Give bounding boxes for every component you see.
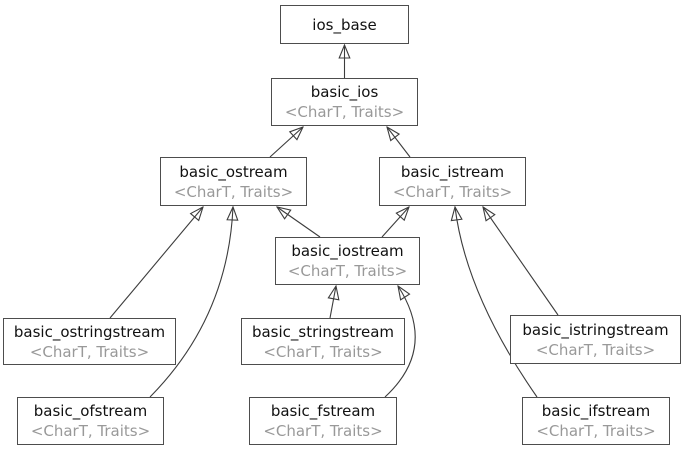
edge-basic_stringstream-to-basic_iostream xyxy=(330,286,336,319)
class-node-basic_fstream: basic_fstream <CharT, Traits> xyxy=(249,397,397,445)
class-node-basic_stringstream: basic_stringstream <CharT, Traits> xyxy=(241,318,405,365)
class-name: basic_fstream xyxy=(270,402,376,420)
template-params: <CharT, Traits> xyxy=(263,342,383,361)
class-name: basic_istream xyxy=(400,162,505,181)
class-node-basic_istream: basic_istream <CharT, Traits> xyxy=(379,157,526,206)
template-params: <CharT, Traits> xyxy=(263,422,383,440)
template-params: <CharT, Traits> xyxy=(30,422,151,440)
class-node-basic_ifstream: basic_ifstream <CharT, Traits> xyxy=(522,397,670,445)
template-params: <CharT, Traits> xyxy=(392,182,513,201)
edge-basic_iostream-to-basic_ostream xyxy=(277,207,321,238)
template-params: <CharT, Traits> xyxy=(535,340,656,359)
edge-basic_fstream-to-basic_iostream xyxy=(384,286,416,398)
class-name: basic_stringstream xyxy=(251,322,395,341)
class-name: basic_ostream xyxy=(179,162,288,181)
template-params: <CharT, Traits> xyxy=(173,182,294,201)
class-node-ios_base: ios_base xyxy=(280,5,409,44)
class-node-basic_iostream: basic_iostream <CharT, Traits> xyxy=(275,237,420,285)
edge-basic_ofstream-to-basic_ostream xyxy=(149,207,233,398)
class-name: ios_base xyxy=(312,15,377,34)
class-name: basic_ios xyxy=(310,83,379,101)
template-params: <CharT, Traits> xyxy=(287,262,408,280)
class-name: basic_istringstream xyxy=(522,320,669,339)
edge-basic_ostringstream-to-basic_ostream xyxy=(109,207,203,319)
edge-basic_istringstream-to-basic_istream xyxy=(483,207,559,316)
edge-basic_istream-to-basic_ios xyxy=(387,127,411,158)
class-name: basic_ostringstream xyxy=(13,322,166,341)
class-name: basic_ofstream xyxy=(33,402,148,420)
class-name: basic_ifstream xyxy=(541,402,651,420)
template-params: <CharT, Traits> xyxy=(29,342,150,361)
class-node-basic_ostringstream: basic_ostringstream <CharT, Traits> xyxy=(3,318,176,365)
class-node-basic_ofstream: basic_ofstream <CharT, Traits> xyxy=(17,397,164,445)
edge-basic_ostream-to-basic_ios xyxy=(269,127,303,158)
template-params: <CharT, Traits> xyxy=(536,422,656,440)
class-node-basic_istringstream: basic_istringstream <CharT, Traits> xyxy=(510,315,681,364)
class-name: basic_iostream xyxy=(291,242,404,260)
edge-basic_iostream-to-basic_istream xyxy=(381,207,409,238)
edge-basic_ifstream-to-basic_istream xyxy=(455,207,538,398)
class-node-basic_ios: basic_ios <CharT, Traits> xyxy=(271,78,418,126)
class-node-basic_ostream: basic_ostream <CharT, Traits> xyxy=(160,157,307,206)
template-params: <CharT, Traits> xyxy=(284,103,405,121)
